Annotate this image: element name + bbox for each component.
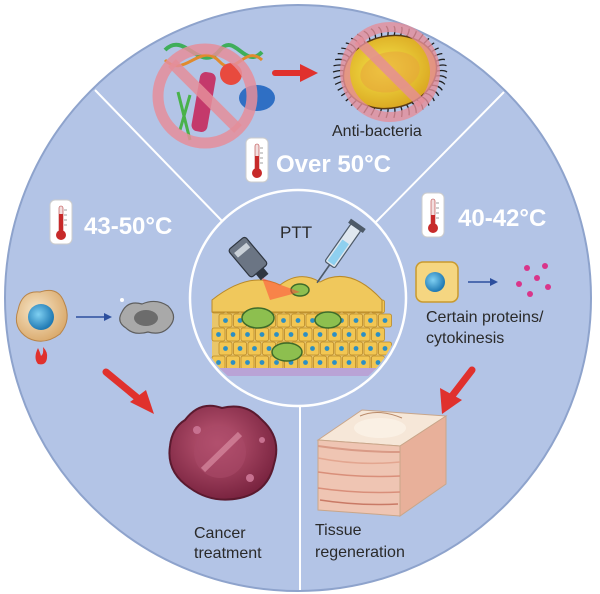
tumor-nodule [314,311,342,329]
cell-nucleus [266,346,272,351]
prohibition-sign-icon [340,22,440,122]
tumor-nodule [241,307,275,329]
cell-nucleus [332,360,337,365]
cell-nucleus [245,332,250,337]
protein-dots-icon [516,263,551,297]
cell-nucleus [317,332,323,337]
temperature-label-top: Over 50°C [276,151,391,178]
flame-icon [35,347,48,365]
center-label: PTT [280,223,312,242]
cell-nucleus [339,346,344,351]
cell-nucleus [375,360,381,365]
laser-device-icon [228,236,300,300]
arrow-to-tissue-regeneration [440,366,476,414]
cell-nucleus [382,346,388,351]
cell-nucleus [237,318,243,323]
antibacteria-label: Anti-bacteria [332,123,422,140]
cell-nucleus [382,318,388,323]
cell-nucleus [346,332,352,337]
cell-nucleus [288,332,294,337]
cell-nucleus [303,332,308,337]
cell-icon [415,261,459,303]
small-arrow-left [76,313,112,321]
cell-nucleus [274,360,279,365]
cell-nucleus [259,360,265,365]
small-arrow-right [468,278,498,286]
cancer-label-line1: Cancer [194,525,246,542]
cell-nucleus [245,360,250,365]
cell-nucleus [310,346,315,351]
tissue-label-line2: regeneration [315,544,405,561]
cell-nucleus [310,318,315,323]
cell-nucleus [274,332,279,337]
cell-nucleus [230,360,236,365]
cancer-label-line2: treatment [194,545,262,562]
cell-nucleus [361,332,366,337]
cell-nucleus [252,346,257,351]
arrow-to-antibacteria [272,64,318,82]
cell-nucleus [332,332,337,337]
cell-nucleus [259,332,265,337]
cell-nucleus [361,360,366,365]
damaged-cell-icon [119,298,175,334]
cell-nucleus [346,360,352,365]
syringe-icon [316,218,366,284]
thermometer-icon [49,199,73,245]
tissue-label-line1: Tissue [315,522,362,539]
cell-nucleus [353,346,359,351]
cell-nucleus [303,360,308,365]
tumor-nodule [271,342,303,362]
cell-nucleus [324,346,330,351]
cell-nucleus [281,318,286,323]
cell-nucleus [223,346,228,351]
cell-nucleus [216,360,221,365]
tumor-icon [168,404,278,501]
thermometer-icon [421,192,445,238]
divider-top-left [94,89,225,224]
skin-tissue-icon [316,409,448,517]
cell-nucleus [295,318,301,323]
divider-top-right [371,91,505,227]
prohibition-sign-icon [152,43,258,149]
cell-nucleus [216,332,221,337]
thermometer-icon [245,137,269,183]
effect-label-line1: Certain proteins/ [426,309,544,326]
cell-nucleus [353,318,359,323]
cell-icon [15,289,68,342]
cell-nucleus [368,318,373,323]
effect-label-line2: cytokinesis [426,330,504,347]
cell-nucleus [230,332,236,337]
cell-nucleus [317,360,323,365]
temperature-label-right: 40-42°C [458,205,546,232]
cell-nucleus [375,332,381,337]
arrow-to-cancer-treatment [102,368,154,414]
cell-nucleus [223,318,228,323]
cell-nucleus [368,346,373,351]
temperature-label-left: 43-50°C [84,213,172,240]
cell-nucleus [237,346,243,351]
